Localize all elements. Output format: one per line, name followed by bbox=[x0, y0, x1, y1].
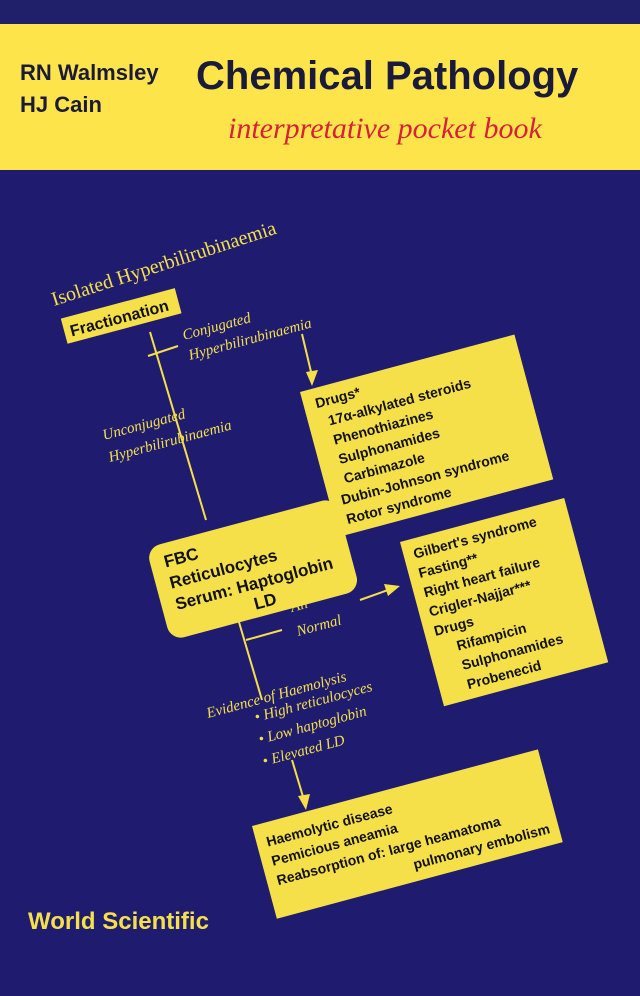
arrow-to-gilbert bbox=[359, 589, 389, 601]
main-line-1 bbox=[149, 331, 207, 521]
top-edge bbox=[0, 0, 640, 24]
all-normal-2: Normal bbox=[294, 613, 343, 641]
drugs-box: Drugs* 17α-alkylated steroids Phenothiaz… bbox=[300, 334, 554, 537]
arrow-head-drugs bbox=[306, 370, 318, 386]
title-banner: RN Walmsley HJ Cain bbox=[0, 24, 640, 170]
arrow-head-haemolytic bbox=[298, 794, 310, 810]
gilbert-box: Gilbert's syndrome Fasting** Right heart… bbox=[400, 498, 609, 707]
book-title: Chemical Pathology bbox=[196, 54, 579, 98]
all-normal-1: All bbox=[288, 596, 310, 616]
main-line-2 bbox=[235, 611, 263, 701]
branch-conjugated bbox=[147, 345, 179, 357]
fbc-box: FBC Reticulocytes Serum: Haptoglobin LD bbox=[149, 500, 358, 638]
author-1: RN Walmsley bbox=[20, 60, 159, 85]
arrow-head-gilbert bbox=[384, 584, 400, 596]
publisher: World Scientific bbox=[28, 908, 209, 935]
arrow-to-haemolytic bbox=[291, 759, 305, 801]
book-subtitle: interpretative pocket book bbox=[228, 112, 542, 145]
branch-normal bbox=[245, 629, 283, 641]
arrow-to-drugs bbox=[301, 333, 313, 377]
author-2: HJ Cain bbox=[20, 92, 102, 117]
haemolytic-box: Haemolytic disease Pemicious aneamia Rea… bbox=[252, 749, 563, 919]
